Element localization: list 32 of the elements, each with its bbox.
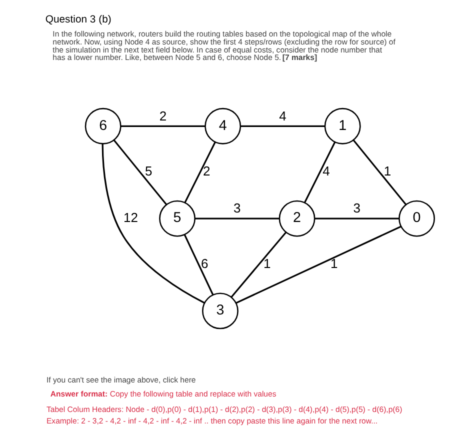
edge-label: 4 <box>322 163 330 178</box>
edge-label: 6 <box>201 256 208 271</box>
edge-label: 1 <box>384 163 392 178</box>
connector <box>194 217 280 219</box>
connector <box>184 234 214 295</box>
edge-label: 12 <box>124 209 138 224</box>
edge-label: 2 <box>159 108 167 123</box>
connector <box>113 139 168 205</box>
node-circle: 3 <box>202 292 238 329</box>
node-circle: 0 <box>398 200 435 236</box>
edge-label: 3 <box>234 200 241 216</box>
edge-label: 4 <box>279 108 286 123</box>
edge-label: 1 <box>330 256 338 271</box>
node-circle: 6 <box>84 107 122 144</box>
connector <box>304 141 336 202</box>
connector <box>352 139 407 205</box>
connector <box>236 225 402 304</box>
connector <box>184 141 216 202</box>
node-circle: 2 <box>278 200 316 236</box>
node-circle: 5 <box>159 200 196 236</box>
connector <box>230 231 287 297</box>
connector <box>102 143 205 304</box>
edge-label: 2 <box>202 163 210 178</box>
edge-label: 5 <box>145 163 152 178</box>
edge-label: 1 <box>263 256 271 271</box>
connector <box>314 217 400 219</box>
connector <box>240 124 325 126</box>
diagram-title: Question 3 (b) <box>45 14 112 26</box>
connector <box>120 124 206 126</box>
node-circle: 1 <box>324 107 361 144</box>
node-circle: 4 <box>204 107 242 144</box>
edge-label: 3 <box>353 200 361 216</box>
